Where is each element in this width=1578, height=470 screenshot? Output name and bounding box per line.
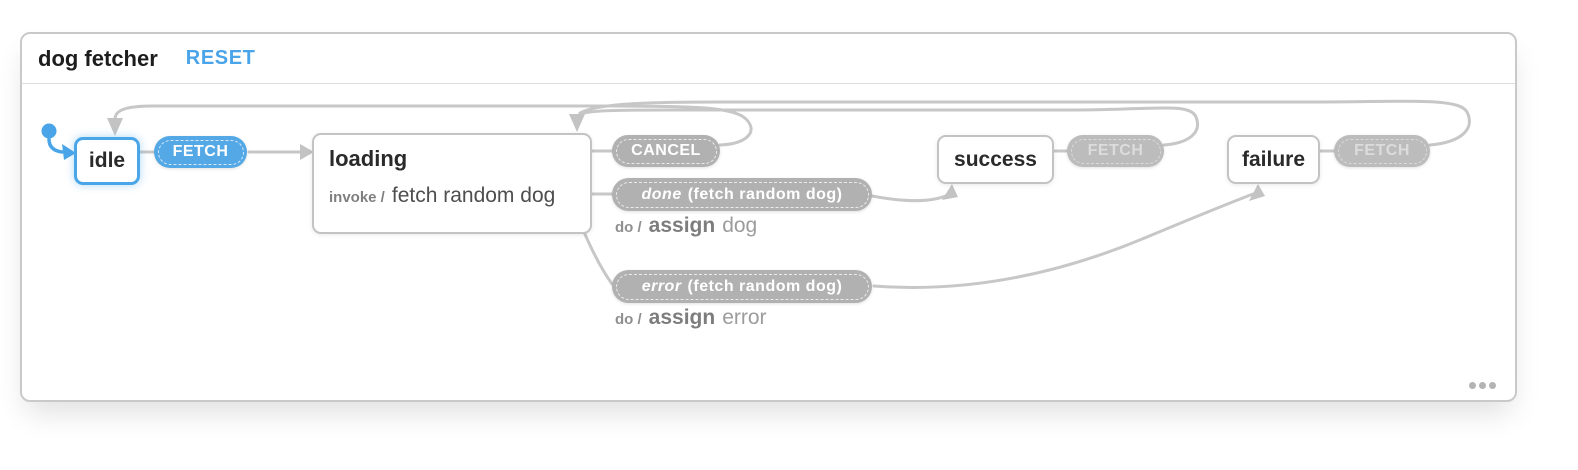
action-line-error: do / assign error xyxy=(615,306,767,330)
state-node-loading: loading invoke / fetch random dog xyxy=(312,133,592,234)
action-arg-done: dog xyxy=(722,214,758,237)
stub-loading-error xyxy=(582,230,614,286)
more-options-icon xyxy=(1479,382,1486,389)
card-header: dog fetcher RESET xyxy=(22,34,1515,84)
event-error[interactable]: error (fetch random dog) xyxy=(612,270,872,303)
transition-edges xyxy=(41,99,1471,289)
state-node-idle: idle xyxy=(74,137,140,185)
invoke-source: fetch random dog xyxy=(391,184,556,207)
action-line-done: do / assign dog xyxy=(615,214,757,238)
action-name-error: assign xyxy=(648,306,716,329)
machine-card: dog fetcher RESET xyxy=(20,32,1517,402)
event-done[interactable]: done (fetch random dog) xyxy=(612,178,872,211)
event-error-name: error xyxy=(641,277,682,295)
action-prefix-error: do / xyxy=(615,311,642,328)
arrowhead-into-success xyxy=(942,184,958,200)
invoke-prefix: invoke / xyxy=(329,189,385,206)
initial-state-dot xyxy=(41,123,57,139)
initial-state-arrow xyxy=(47,137,64,154)
more-options-button[interactable] xyxy=(1465,378,1500,393)
more-options-icon xyxy=(1489,382,1496,389)
initial-state-marker xyxy=(41,123,76,160)
event-fetch-from-success[interactable]: FETCH xyxy=(1067,135,1164,167)
event-done-arg: (fetch random dog) xyxy=(687,185,843,203)
invoke-line: invoke / fetch random dog xyxy=(314,172,590,208)
state-node-failure: failure xyxy=(1227,135,1320,184)
state-label-loading: loading xyxy=(329,146,408,171)
edge-error-to-failure xyxy=(872,192,1255,289)
action-name-done: assign xyxy=(648,214,716,237)
state-node-success: success xyxy=(937,135,1054,184)
reset-button[interactable]: RESET xyxy=(185,47,256,69)
event-fetch-from-failure[interactable]: FETCH xyxy=(1334,135,1430,167)
arrowhead-into-idle xyxy=(107,118,123,136)
machine-title: dog fetcher xyxy=(38,45,158,71)
action-arg-error: error xyxy=(722,306,767,329)
event-cancel[interactable]: CANCEL xyxy=(612,135,720,167)
arrowhead-into-failure xyxy=(1249,184,1265,201)
more-options-icon xyxy=(1469,382,1476,389)
arrowhead-into-loading-top xyxy=(569,114,585,132)
action-prefix-done: do / xyxy=(615,219,642,236)
event-error-arg: (fetch random dog) xyxy=(687,277,843,295)
event-done-name: done xyxy=(641,185,682,203)
edge-done-to-success xyxy=(870,193,950,203)
event-fetch-from-idle[interactable]: FETCH xyxy=(154,136,247,168)
